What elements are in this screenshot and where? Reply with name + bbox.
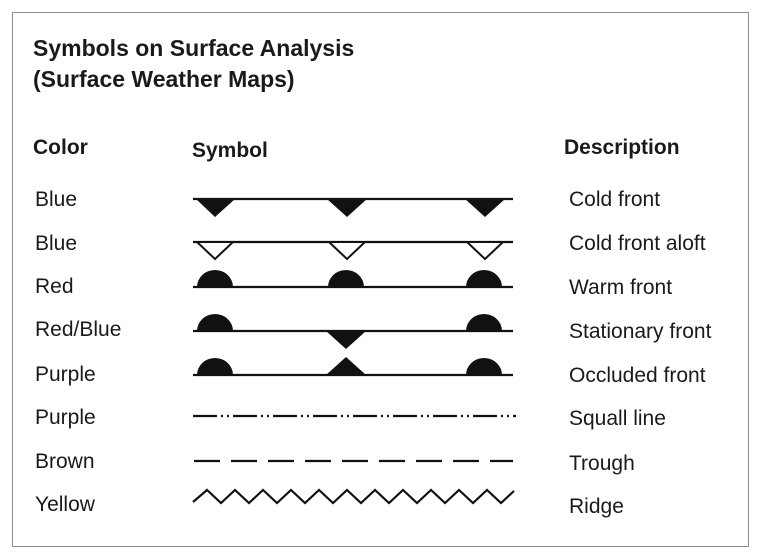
row-desc-occluded-front: Occluded front [569,364,706,387]
row-desc-squall-line: Squall line [569,407,666,430]
row-color-occluded-front: Purple [35,363,96,386]
row-desc-cold-front: Cold front [569,188,661,211]
column-header-color: Color [33,136,88,159]
stationary-front-symbol [193,314,513,349]
row-desc-stationary-front: Stationary front [569,320,712,343]
row-color-stationary-front: Red/Blue [35,318,122,341]
legend-panel [12,12,749,547]
cold-front-aloft-symbol [193,240,513,261]
row-desc-ridge: Ridge [569,495,624,518]
row-color-warm-front: Red [35,275,74,298]
row-desc-warm-front: Warm front [569,276,673,299]
warm-front-symbol [193,270,513,289]
row-desc-trough: Trough [569,452,635,475]
row-color-trough: Brown [35,450,95,473]
cold-front-symbol [193,197,513,217]
ridge-symbol [192,488,515,505]
row-color-cold-front: Blue [35,188,78,211]
row-desc-cold-front-aloft: Cold front aloft [569,232,706,255]
row-color-cold-front-aloft: Blue [35,232,78,255]
title-line-1: Symbols on Surface Analysis [33,35,355,61]
title-line-2: (Surface Weather Maps) [33,66,295,92]
column-header-symbol: Symbol [192,139,268,162]
page-title: Symbols on Surface Analysis (Surface Wea… [33,33,354,95]
row-color-squall-line: Purple [35,406,96,429]
column-header-description: Description [564,136,680,159]
occluded-front-symbol [193,357,513,377]
row-color-ridge: Yellow [35,493,95,516]
